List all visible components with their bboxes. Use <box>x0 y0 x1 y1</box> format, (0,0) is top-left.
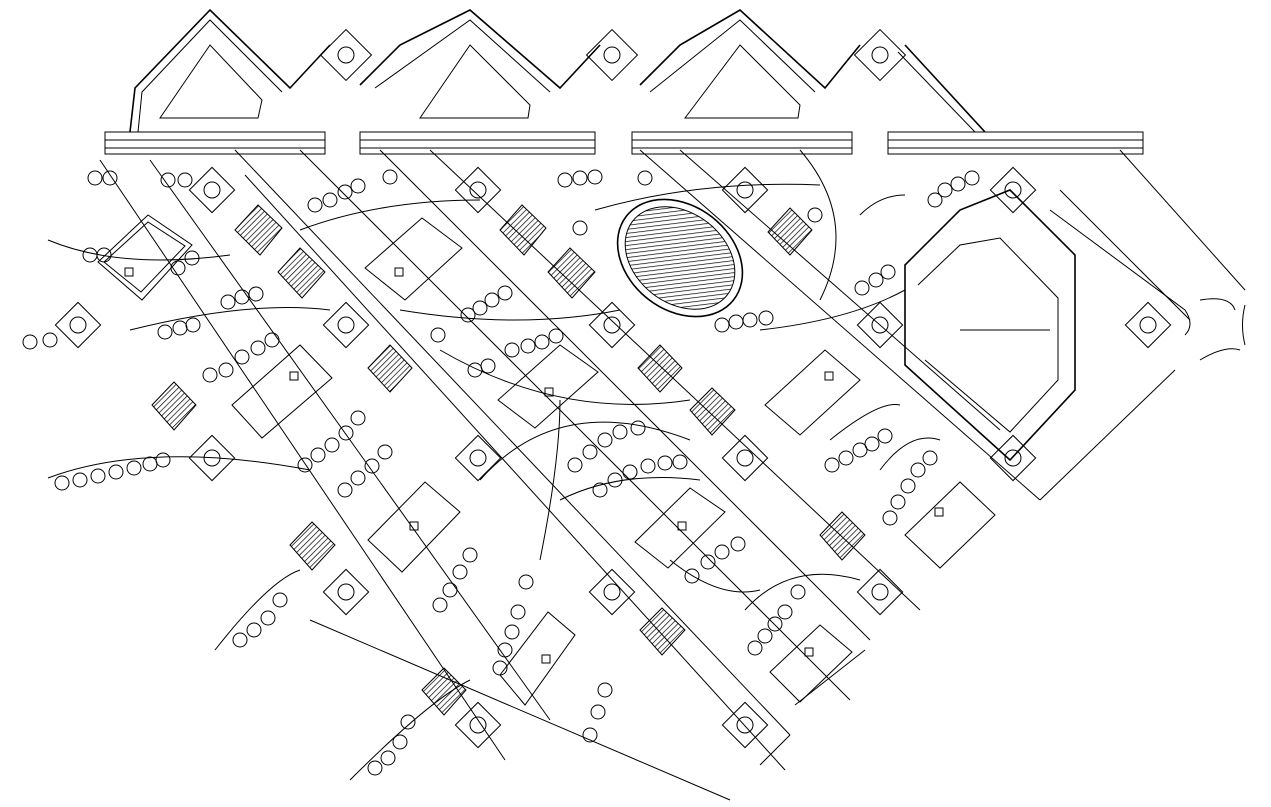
curved-paths <box>47 149 1246 781</box>
top-corridors <box>104 131 1144 155</box>
stair-blocks <box>151 204 866 716</box>
tower-nodes <box>54 28 1172 749</box>
top-pavilions <box>129 8 986 133</box>
main-building <box>904 189 1076 462</box>
plaza-pads <box>97 214 996 706</box>
amphitheatre <box>616 198 744 318</box>
trees <box>22 169 980 776</box>
